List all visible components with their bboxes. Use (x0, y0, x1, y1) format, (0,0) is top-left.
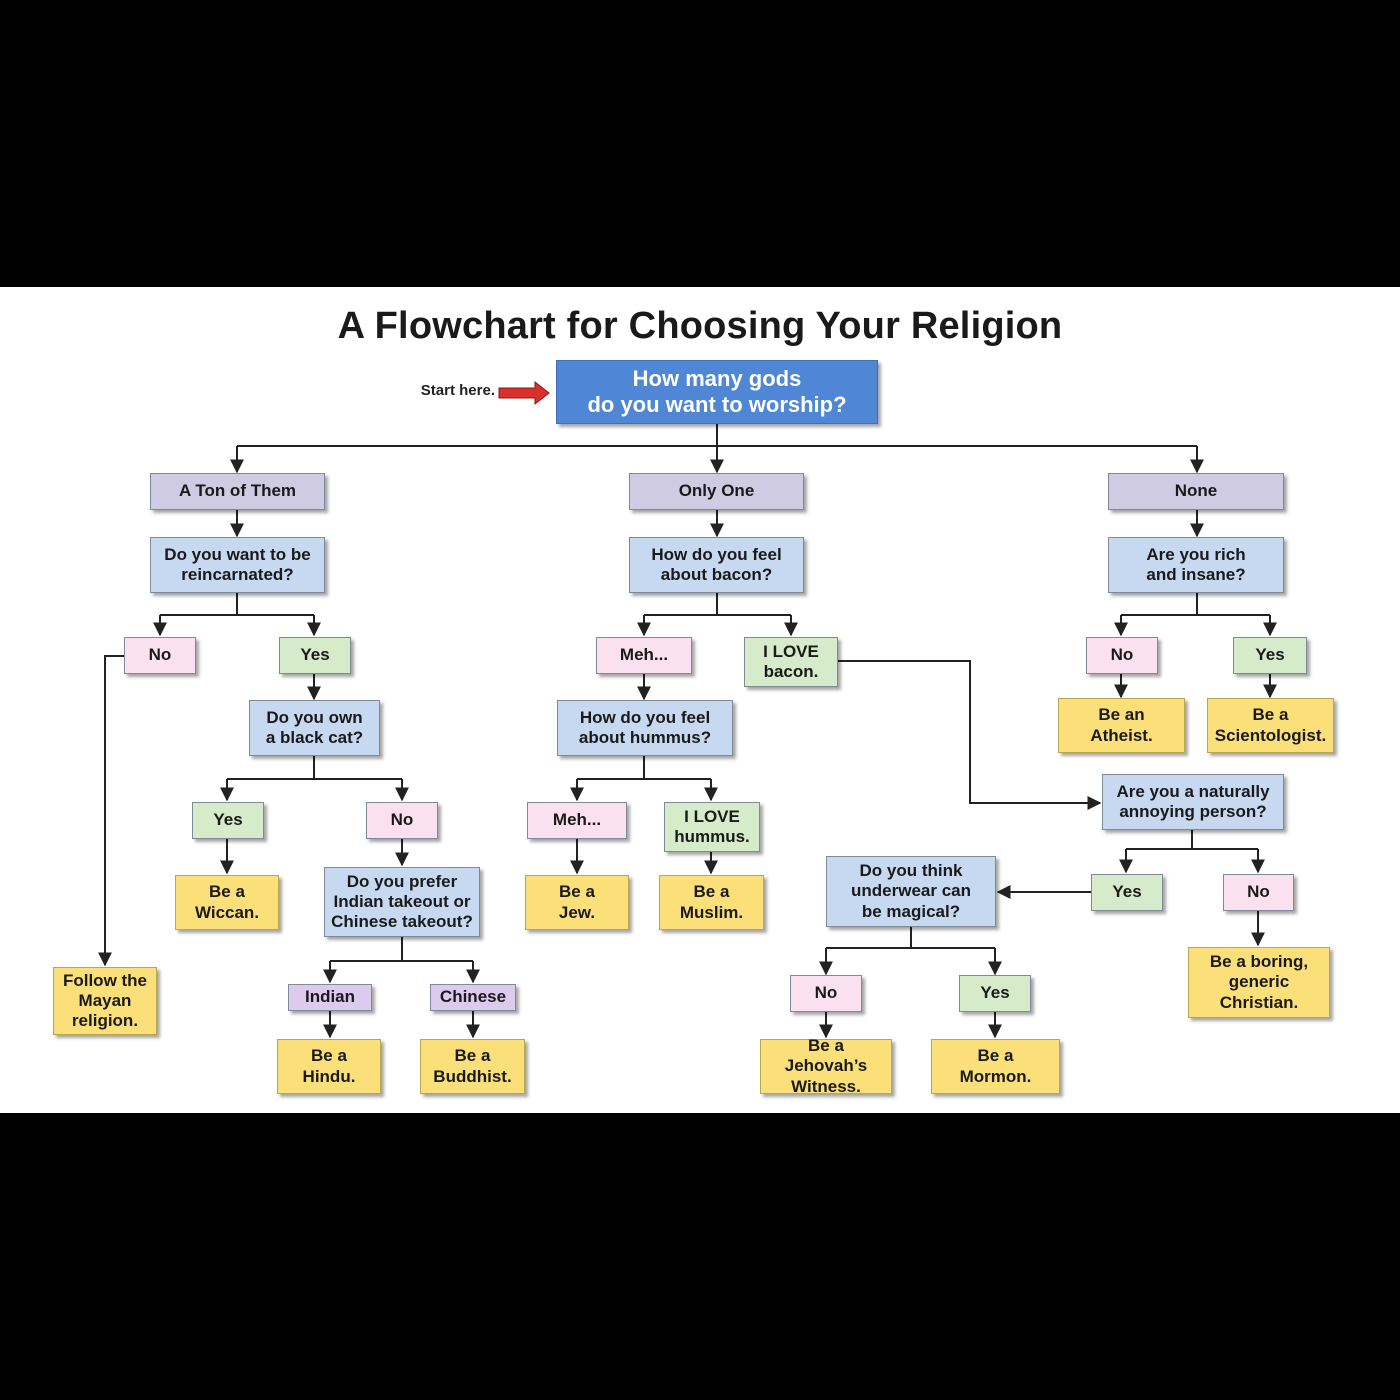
question-black-cat: Do you own a black cat? (249, 700, 380, 756)
result-mormon: Be a Mormon. (931, 1039, 1060, 1094)
connector (838, 660, 1102, 810)
connector (330, 937, 473, 962)
result-muslim: Be a Muslim. (659, 875, 764, 930)
connector (577, 756, 711, 780)
result-scientologist: Be a Scientologist. (1207, 698, 1334, 753)
result-hindu: Be a Hindu. (277, 1039, 381, 1094)
answer-hummus-meh: Meh... (527, 802, 627, 839)
answer-indian: Indian (288, 984, 372, 1011)
start-label: Start here. (420, 382, 495, 399)
question-underwear: Do you think underwear can be magical? (826, 856, 996, 927)
connector (1126, 830, 1258, 850)
start-arrow-icon (498, 380, 550, 406)
result-jew: Be a Jew. (525, 875, 629, 930)
result-jehovah: Be a Jehovah’s Witness. (760, 1036, 892, 1096)
question-hummus: How do you feel about hummus? (557, 700, 733, 756)
result-mayan: Follow the Mayan religion. (53, 967, 157, 1035)
question-reincarnated: Do you want to be reincarnated? (150, 537, 325, 593)
answer-chinese: Chinese (430, 984, 516, 1011)
connector-lines (98, 380, 1277, 1039)
start-question: How many gods do you want to worship? (556, 360, 878, 424)
connector (98, 655, 124, 967)
category-many-gods: A Ton of Them (150, 473, 325, 510)
answer-bacon-love: I LOVE bacon. (744, 637, 838, 687)
category-one-god: Only One (629, 473, 804, 510)
answer-hummus-love: I LOVE hummus. (664, 802, 760, 852)
answer-cat-no: No (366, 802, 438, 839)
result-christian: Be a boring, generic Christian. (1188, 947, 1330, 1018)
category-no-gods: None (1108, 473, 1284, 510)
connector (227, 756, 402, 780)
connector (644, 593, 791, 616)
answer-reincarnated-yes: Yes (279, 637, 351, 674)
flowchart-canvas: A Flowchart for Choosing Your Religion S… (0, 287, 1400, 1113)
answer-annoying-no: No (1223, 874, 1294, 911)
answer-annoying-yes: Yes (1091, 874, 1163, 911)
question-annoying: Are you a naturally annoying person? (1102, 774, 1284, 830)
answer-underwear-no: No (790, 975, 862, 1012)
answer-rich-no: No (1086, 637, 1158, 674)
connector (160, 593, 314, 616)
question-rich-insane: Are you rich and insane? (1108, 537, 1284, 593)
answer-bacon-meh: Meh... (596, 637, 692, 674)
answer-reincarnated-no: No (124, 637, 196, 674)
answer-underwear-yes: Yes (959, 975, 1031, 1012)
result-atheist: Be an Atheist. (1058, 698, 1185, 753)
question-bacon: How do you feel about bacon? (629, 537, 804, 593)
page-title: A Flowchart for Choosing Your Religion (337, 305, 1063, 347)
result-wiccan: Be a Wiccan. (175, 875, 279, 930)
connector (826, 927, 995, 949)
connector (1121, 593, 1270, 616)
question-takeout: Do you prefer Indian takeout or Chinese … (324, 867, 480, 937)
answer-cat-yes: Yes (192, 802, 264, 839)
result-buddhist: Be a Buddhist. (420, 1039, 525, 1094)
answer-rich-yes: Yes (1233, 637, 1307, 674)
